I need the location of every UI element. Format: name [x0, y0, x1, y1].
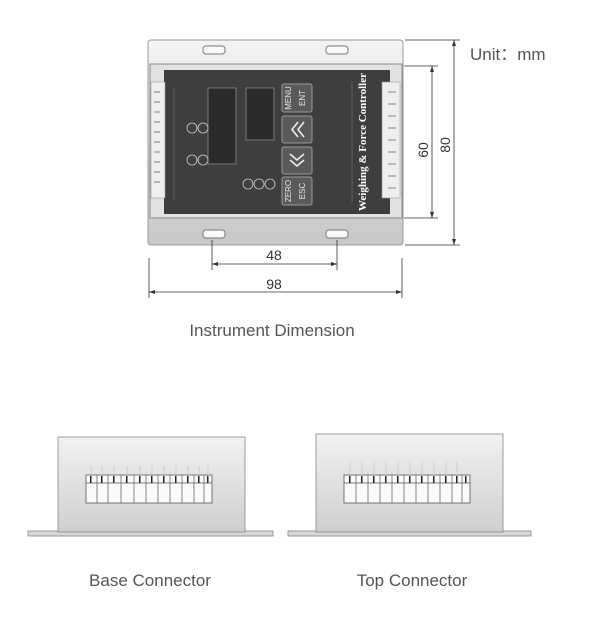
dimension-98-label: 98: [266, 276, 282, 292]
caption-base-connector: Base Connector: [89, 571, 211, 590]
top-connector-drawing: [287, 433, 532, 537]
double-down-arrow-icon: [289, 153, 305, 168]
terminals-left: [154, 91, 160, 183]
caption-instrument-dimension: Instrument Dimension: [189, 321, 354, 340]
display-window-main: [207, 87, 237, 165]
mount-slot-bottom-left: [202, 229, 226, 239]
front-panel: [164, 70, 390, 214]
double-left-arrow-icon: [290, 121, 305, 138]
mount-slot-bottom-right: [325, 229, 349, 239]
base-connector-drawing: [27, 436, 274, 537]
ent-label: ENT: [298, 90, 307, 106]
display-window-secondary: [245, 87, 275, 141]
dimension-48-label: 48: [266, 247, 282, 263]
caption-top-connector: Top Connector: [357, 571, 468, 590]
dimension-80-label: 80: [437, 137, 453, 153]
terminal-strip-left: [150, 81, 166, 199]
terminals-right: [388, 91, 396, 189]
dimension-lines: [148, 39, 460, 298]
esc-label: ESC: [298, 183, 307, 200]
top-terminal-block: [343, 462, 471, 504]
mount-slot-top-left: [202, 45, 226, 55]
zero-esc-button[interactable]: [281, 176, 313, 206]
zero-label: ZERO: [284, 180, 293, 202]
base-terminal-block: [85, 466, 213, 504]
dimension-arrows: [149, 40, 456, 294]
unit-label: Unit：mm: [470, 45, 546, 64]
brand-text: Weighing & Force Controller: [357, 73, 369, 211]
instrument-drawing: MENU ENT ZERO ESC Weighing & Force Contr…: [147, 39, 404, 246]
mount-slot-top-right: [325, 45, 349, 55]
menu-label: MENU: [284, 86, 293, 110]
dimension-60-label: 60: [415, 142, 431, 158]
indicator-leds: [186, 122, 276, 190]
menu-ent-button[interactable]: [281, 83, 313, 113]
